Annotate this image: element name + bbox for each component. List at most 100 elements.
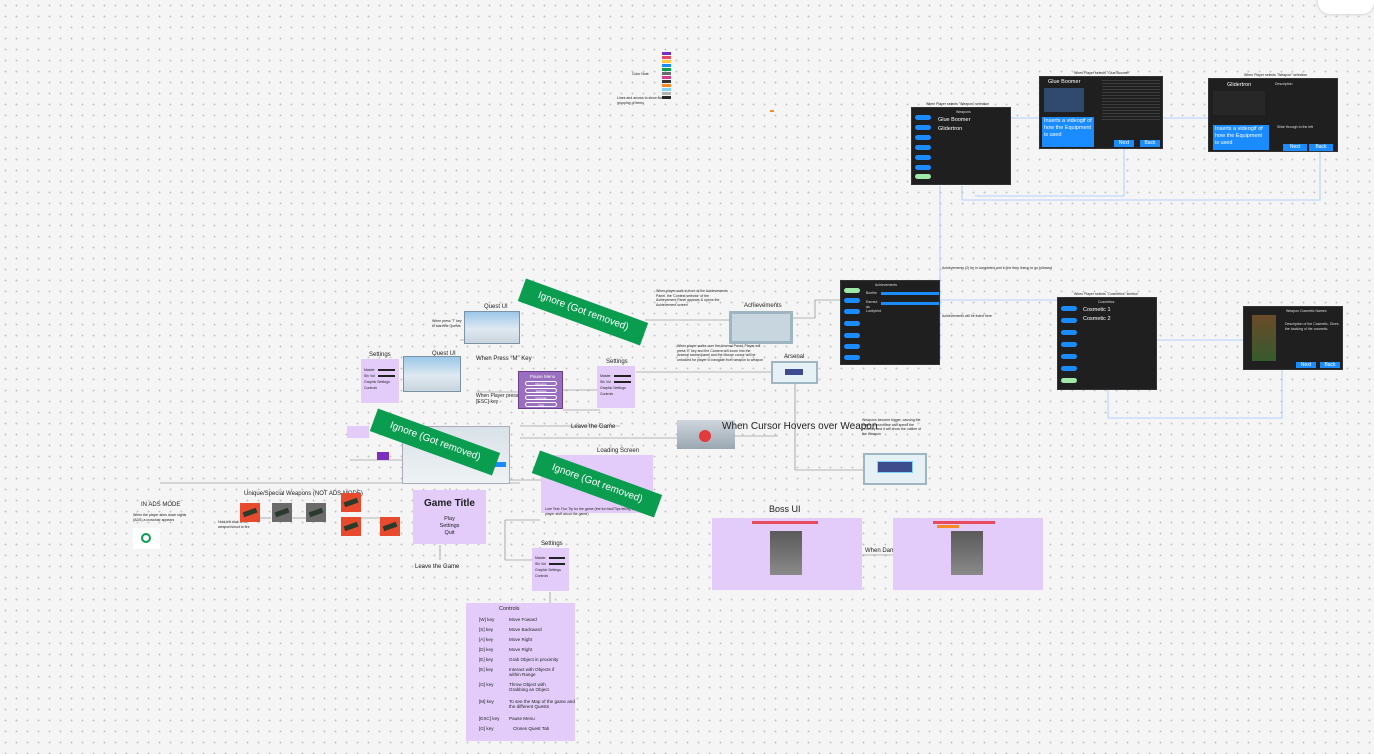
cosmetics-tab-5[interactable] [1061, 354, 1077, 359]
glue-boomer-back-button[interactable]: Back [1140, 140, 1160, 147]
cosmetics-caption: When Player selects "Cosmetics" section [1074, 292, 1138, 296]
pause-quit[interactable]: Quit [525, 402, 557, 407]
weapon-tile-2-icon [274, 507, 290, 518]
settings3-slider-1[interactable] [549, 557, 565, 559]
weapon-tile-2 [272, 503, 292, 522]
glidertron-note: Slide through to the left [1277, 125, 1313, 129]
cosmetics-tab-2[interactable] [1061, 318, 1077, 323]
boss-ui-card-1 [712, 518, 862, 590]
color-legend: Color Note Lines and arrows to show flow… [617, 52, 692, 107]
weapon-select-tab-6[interactable] [915, 165, 931, 170]
color-swatch [662, 60, 671, 63]
pause-controls[interactable]: Controls [525, 395, 557, 400]
achievements-note: Achievements (2) be in completed and in … [942, 266, 1052, 270]
glue-boomer-next-button[interactable]: Next [1114, 140, 1134, 147]
pause-resume[interactable]: Resume [525, 381, 557, 386]
hud-chip-3 [492, 462, 506, 467]
when-damaged-label: When Damaged [865, 548, 909, 554]
cosmetics-title: Cosmetics [1098, 300, 1115, 304]
weapon-tile-3 [306, 503, 326, 522]
cosmetics-panel: Cosmetics Cosmetic 1 Cosmetic 2 [1057, 297, 1157, 390]
glidertron-desc-heading: Description [1275, 82, 1293, 86]
achievements-tab-5[interactable] [844, 333, 860, 338]
achievements-tab-3[interactable] [844, 309, 860, 314]
glidertron-next-button[interactable]: Next [1283, 144, 1307, 151]
cosmetics-tab-3[interactable] [1061, 330, 1077, 335]
control-action-5: Grab Object in proximity [509, 657, 559, 662]
color-swatch [662, 76, 671, 79]
achievement-row-1: Bonfire [866, 291, 878, 295]
color-swatch-column [662, 52, 672, 102]
cosmetics-tab-4[interactable] [1061, 342, 1077, 347]
settings3-row-controls[interactable]: Controls [535, 574, 549, 578]
pause-menu: Pause Menu Resume Settings Controls Quit [518, 371, 563, 409]
settings3-slider-2[interactable] [549, 563, 565, 565]
control-action-3: Move Right [509, 637, 533, 642]
cosmetic-item-1[interactable]: Cosmetic 1 [1083, 307, 1111, 313]
glidertron-panel: Glidertron Description Slide through to … [1208, 78, 1338, 152]
settings2-row-master: Master [600, 374, 611, 378]
weapon-item-glidertron[interactable]: Glidertron [938, 126, 963, 132]
weapon-select-tab-1[interactable] [915, 115, 931, 120]
settings-row-controls[interactable]: Controls [364, 386, 378, 390]
crosshair-icon [141, 533, 151, 543]
color-legend-label: Color Note [632, 72, 649, 76]
settings2-slider-2[interactable] [614, 381, 631, 383]
controls-title: Controls [499, 606, 520, 612]
settings2-row-controls[interactable]: Controls [600, 392, 614, 396]
cosmetics-tab-back[interactable] [1061, 378, 1077, 383]
achievements-screen[interactable] [729, 311, 793, 344]
color-swatch [662, 88, 671, 91]
settings-row-master: Master [364, 368, 375, 372]
pause-settings[interactable]: Settings [525, 388, 557, 393]
weapon-tile-6-icon [382, 521, 398, 532]
arsenal-screen[interactable] [771, 361, 818, 384]
weapon-tile-3-icon [308, 507, 324, 518]
settings-row-sfx: Sfx Vol [364, 374, 375, 378]
achievements-tab-2[interactable] [844, 298, 860, 303]
settings-slider-1[interactable] [378, 369, 395, 371]
achievements-tab-6[interactable] [844, 344, 860, 349]
weapon-item-glue-boomer[interactable]: Glue Boomer [938, 117, 971, 123]
weapon-select-tab-4[interactable] [915, 145, 931, 150]
weapon-select-tab-back[interactable] [915, 174, 931, 179]
cosmetic-next-button[interactable]: Next [1296, 362, 1316, 368]
achievements-tab-1[interactable] [844, 288, 860, 293]
achievements-tab-7[interactable] [844, 355, 860, 360]
control-key-1: [W] key [479, 617, 495, 622]
quest-ui-scene [464, 311, 520, 344]
cosmetics-tab-1[interactable] [1061, 306, 1077, 311]
achievements-note-2: Achievements will be listed here [942, 314, 992, 318]
settings-slider-2[interactable] [378, 375, 395, 377]
hover-character-icon [699, 430, 711, 442]
ads-mode-note: When the player aims down sights (ADS) a… [133, 513, 187, 522]
cosmetic-item-2[interactable]: Cosmetic 2 [1083, 316, 1111, 322]
unique-weapons-label: Unique/Special Weapons (NOT ADS MODE) [244, 491, 363, 497]
weapon-select-tab-5[interactable] [915, 155, 931, 160]
loading-note: Lore Text: Fun Tip for the game (the fun… [545, 507, 637, 516]
weapon-tile-4-icon [343, 497, 359, 508]
control-key-5: [E] key [479, 657, 494, 662]
color-legend-note: Lines and arrows to show flow and groupi… [617, 96, 671, 105]
achievements-tab-4[interactable] [844, 321, 860, 326]
hud-chip-2 [377, 452, 389, 460]
cosmetics-tab-6[interactable] [1061, 366, 1077, 371]
glidertron-video-placeholder: Inserts a videogif of how the Equipment … [1213, 125, 1269, 150]
weapon-select-caption: When Player selects "Weapon" selection [926, 102, 990, 106]
unique-weapons-note: Hold left click on a weapon/shoot to fir… [218, 520, 250, 529]
menu-settings[interactable]: Settings [439, 523, 460, 529]
menu-quit[interactable]: Quit [444, 530, 455, 536]
avatar[interactable] [1318, 0, 1374, 14]
settings2-slider-1[interactable] [614, 375, 631, 377]
glue-boomer-caption: When Player selects "Glue Boomer" [1074, 71, 1130, 75]
leave-game-label: Leave the Game [571, 424, 616, 430]
weapon-select-tab-2[interactable] [915, 125, 931, 130]
boss-health-bar-2 [933, 521, 995, 524]
glidertron-back-button[interactable]: Back [1309, 144, 1333, 151]
weapon-select-title: Weapons [956, 110, 971, 114]
cosmetic-back-button[interactable]: Back [1320, 362, 1340, 368]
menu-play[interactable]: Play [444, 516, 455, 522]
achievement-row-2: Earned as Luckybird [866, 300, 881, 314]
weapon-select-tab-3[interactable] [915, 135, 931, 140]
control-key-2: [S] key [479, 627, 494, 632]
